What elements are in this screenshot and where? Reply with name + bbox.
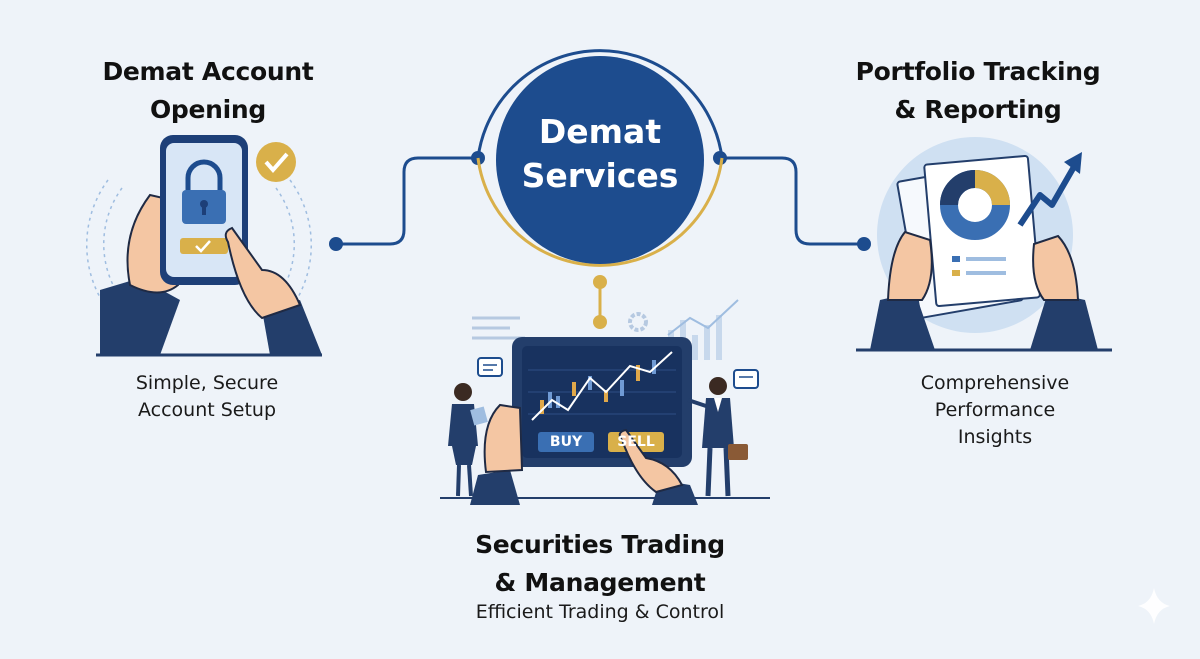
sparkle-icon [1138,588,1170,624]
gear-icon [628,312,648,332]
businesswoman-figure [448,383,488,497]
growth-arrow-icon [1017,152,1082,227]
account-opening-subtitle-line1: Simple, Secure [135,372,279,394]
portfolio-tracking-subtitle-line1: Comprehensive [920,372,1070,394]
securities-trading-title: Securities Trading & Management [440,526,760,602]
portfolio-tracking-subtitle: Comprehensive Performance Insights [870,370,1120,451]
securities-trading-title-line1: Securities Trading [475,530,725,559]
portfolio-tracking-subtitle-line2: Performance [934,399,1056,421]
account-opening-subtitle-line2: Account Setup [137,399,277,421]
connector-bottom [593,275,607,329]
check-badge-icon [256,142,296,182]
account-opening-title-line1: Demat Account [102,57,314,86]
account-opening-title-line2: Opening [149,95,267,124]
hub-label-line1: Demat [538,112,662,151]
phone-icon [160,135,248,285]
securities-trading-title-line2: & Management [494,568,706,597]
buy-button[interactable] [538,432,594,452]
chat-bubble-icon [477,357,503,377]
account-opening-title: Demat Account Opening [70,53,346,129]
buy-button-label[interactable]: BUY [549,434,583,450]
sell-button-label[interactable]: SELL [617,434,655,450]
connector-right-node-hub [713,151,727,165]
connector-left-node-end [329,237,343,251]
portfolio-report-illustration [856,137,1112,352]
connector-right [720,156,864,246]
connector-left [336,156,478,246]
donut-chart-icon [940,170,1010,240]
account-opening-subtitle: Simple, Secure Account Setup [84,370,330,424]
hub-circle [476,49,724,267]
securities-trading-subtitle: Efficient Trading & Control [475,601,725,623]
businessman-figure [687,377,748,497]
connector-right-node-end [857,237,871,251]
trading-illustration [440,299,770,505]
portfolio-tracking-title-line2: & Reporting [894,95,1062,124]
portfolio-tracking-title-line1: Portfolio Tracking [855,57,1101,86]
portfolio-tracking-title: Portfolio Tracking & Reporting [840,53,1116,129]
hub-label-line2: Services [521,156,679,195]
chat-bubble-icon-right [733,369,759,389]
portfolio-tracking-subtitle-line3: Insights [957,426,1033,448]
account-opening-illustration [85,135,322,357]
hub-label: Demat Services [480,110,720,198]
